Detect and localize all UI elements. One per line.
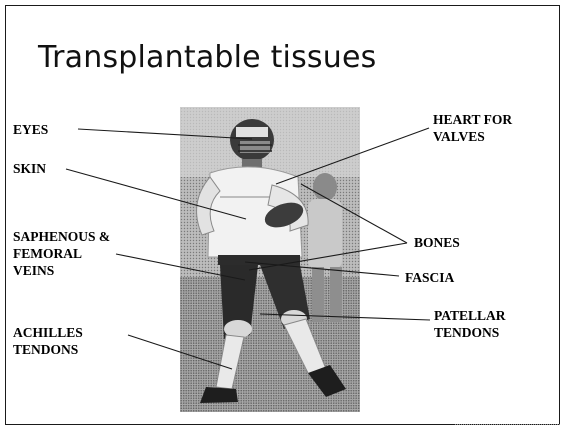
label-fascia: FASCIA	[405, 269, 454, 286]
leader-bones-1	[301, 184, 407, 243]
label-heart-for-valves: HEART FOR VALVES	[433, 111, 512, 145]
label-skin: SKIN	[13, 160, 46, 177]
label-eyes: EYES	[13, 121, 48, 138]
label-patellar-tendons: PATELLAR TENDONS	[434, 307, 506, 341]
leader-bones-2	[249, 243, 407, 270]
label-saphenous-femoral-veins: SAPHENOUS & FEMORAL VEINS	[13, 228, 110, 279]
leader-saphenous	[116, 254, 245, 280]
leader-skin	[66, 169, 246, 219]
label-achilles-tendons: ACHILLES TENDONS	[13, 324, 83, 358]
leader-patellar	[260, 314, 430, 320]
leader-achilles	[128, 335, 232, 369]
leader-heart	[276, 128, 429, 184]
leader-fascia	[245, 262, 399, 276]
label-bones: BONES	[414, 234, 460, 251]
leader-eyes	[78, 129, 252, 139]
footer-rule	[455, 424, 560, 425]
